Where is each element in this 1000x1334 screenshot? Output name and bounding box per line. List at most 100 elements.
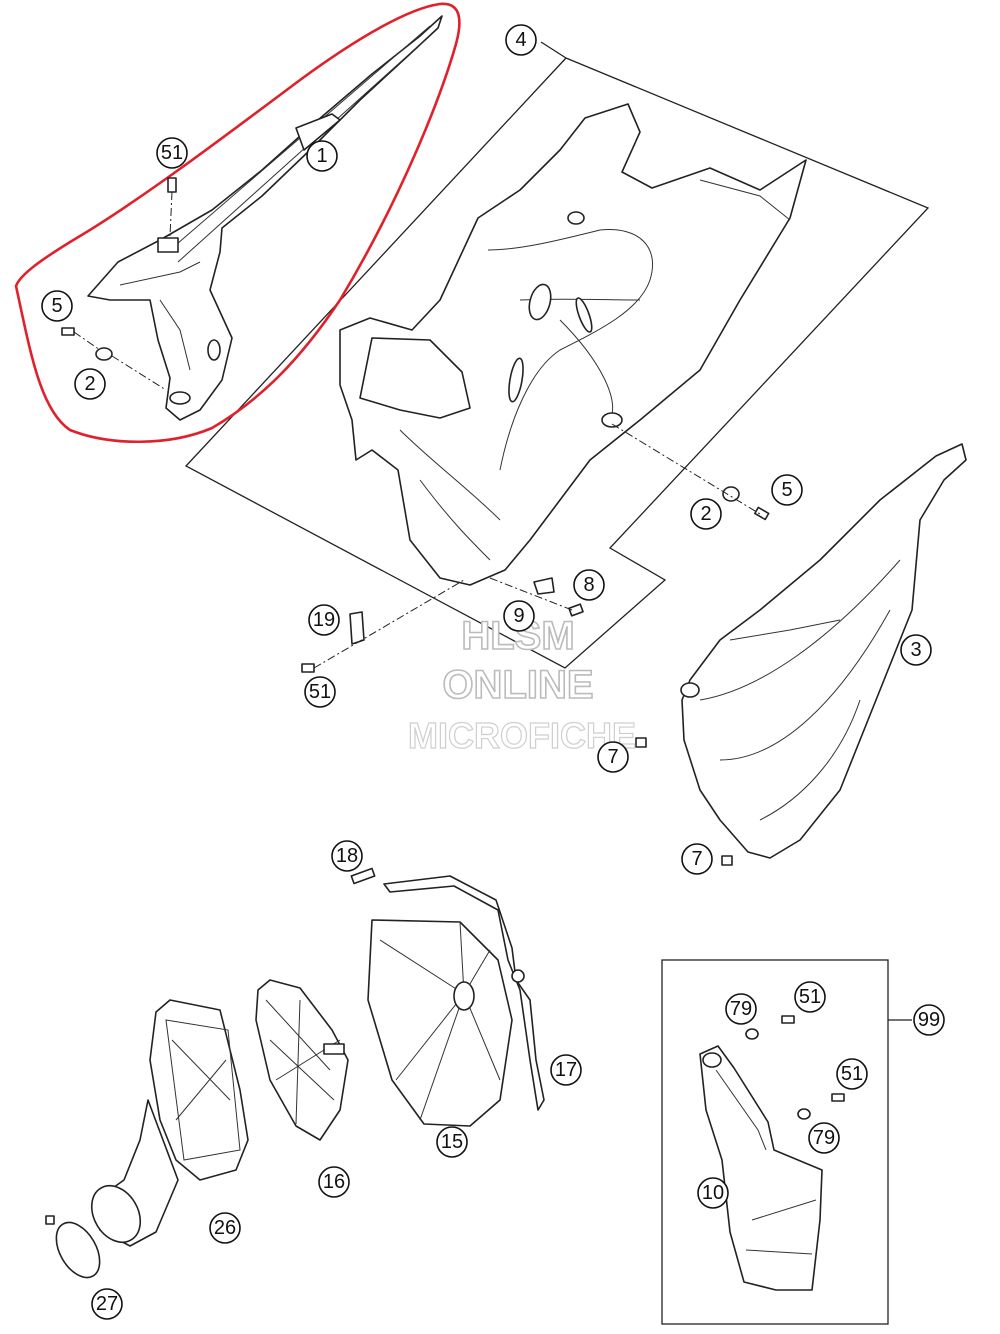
callout-label: 7 <box>607 746 618 768</box>
callout-51[interactable]: 51 <box>836 1058 868 1090</box>
callout-79[interactable]: 79 <box>808 1122 840 1154</box>
side-cover-part[interactable] <box>635 443 967 866</box>
callout-label: 5 <box>51 295 62 317</box>
callout-label: 5 <box>781 479 792 501</box>
callout-label: 10 <box>702 1182 724 1204</box>
callout-circle <box>331 840 363 872</box>
svg-text:MICROFICHE: MICROFICHE <box>408 715 636 756</box>
callout-circle <box>91 1288 123 1320</box>
callout-1[interactable]: 1 <box>306 140 338 172</box>
callout-circle <box>74 368 106 400</box>
callout-label: 7 <box>691 848 702 870</box>
washer-2-left <box>95 347 167 391</box>
callout-2[interactable]: 2 <box>74 368 106 400</box>
callout-label: 9 <box>513 605 524 627</box>
group-4-outline <box>184 57 930 669</box>
clip-8 <box>489 577 584 617</box>
callout-label: 2 <box>700 503 711 525</box>
frame-guard-part[interactable] <box>87 15 443 421</box>
callout-circle <box>681 843 713 875</box>
callout-circle <box>41 290 73 322</box>
callout-label: 19 <box>313 609 335 631</box>
callout-label: 51 <box>799 986 821 1008</box>
callout-51[interactable]: 51 <box>156 137 188 169</box>
callout-label: 2 <box>84 373 95 395</box>
callout-51[interactable]: 51 <box>304 676 336 708</box>
callout-label: 51 <box>161 142 183 164</box>
callout-circle <box>697 1177 729 1209</box>
bolt-51-top <box>167 177 177 237</box>
group-99-box <box>661 959 889 1325</box>
callout-27[interactable]: 27 <box>91 1288 123 1320</box>
callout-circle <box>550 1054 582 1086</box>
air-filter-part[interactable] <box>367 919 513 1127</box>
callout-16[interactable]: 16 <box>318 1166 350 1198</box>
callout-circle <box>306 140 338 172</box>
callout-3[interactable]: 3 <box>900 634 932 666</box>
callout-circle <box>771 474 803 506</box>
callout-label: 18 <box>336 845 358 867</box>
callout-circle <box>308 604 340 636</box>
callout-7[interactable]: 7 <box>597 741 629 773</box>
callout-9[interactable]: 9 <box>503 600 535 632</box>
airbox-boot-part[interactable] <box>82 999 249 1251</box>
callout-label: 99 <box>918 1009 940 1031</box>
callout-circle <box>304 676 336 708</box>
svg-text:ONLINE: ONLINE <box>442 663 593 707</box>
callout-circle <box>836 1058 868 1090</box>
callout-label: 15 <box>441 1131 463 1153</box>
callout-circle <box>156 137 188 169</box>
callout-label: 3 <box>910 639 921 661</box>
callout-label: 4 <box>515 29 526 51</box>
bracket-17[interactable] <box>350 867 545 1111</box>
callout-18[interactable]: 18 <box>331 840 363 872</box>
bracket-19 <box>301 579 465 673</box>
callout-circle <box>725 993 757 1025</box>
callout-label: 79 <box>813 1127 835 1149</box>
callout-label: 16 <box>323 1171 345 1193</box>
callout-circle <box>573 569 605 601</box>
callout-99[interactable]: 99 <box>913 1004 945 1036</box>
callout-17[interactable]: 17 <box>550 1054 582 1086</box>
callout-51[interactable]: 51 <box>794 981 826 1013</box>
subframe-part[interactable] <box>339 103 807 586</box>
callout-label: 1 <box>316 145 327 167</box>
callout-2[interactable]: 2 <box>690 498 722 530</box>
callout-label: 8 <box>583 574 594 596</box>
washer-2-right <box>611 423 770 521</box>
callout-circle <box>597 741 629 773</box>
callout-label: 79 <box>730 998 752 1020</box>
callout-15[interactable]: 15 <box>436 1126 468 1158</box>
callout-label: 27 <box>96 1293 118 1315</box>
callout-label: 51 <box>841 1063 863 1085</box>
callout-label: 51 <box>309 681 331 703</box>
callout-19[interactable]: 19 <box>308 604 340 636</box>
callout-label: 26 <box>214 1217 236 1239</box>
callout-circle <box>808 1122 840 1154</box>
filter-cage-part[interactable] <box>255 979 349 1141</box>
callout-7[interactable]: 7 <box>681 843 713 875</box>
callout-circle <box>318 1166 350 1198</box>
callout-circle <box>505 24 537 56</box>
callout-26[interactable]: 26 <box>209 1212 241 1244</box>
callout-layer: 1 51 5 2 4 5 2 8 9 19 51 3 7 7 18 17 15 16 26 27 79 51 51 79 10 9… <box>41 24 945 1320</box>
callout-circle <box>900 634 932 666</box>
callout-5[interactable]: 5 <box>41 290 73 322</box>
callout-circle <box>503 600 535 632</box>
callout-4[interactable]: 4 <box>505 24 537 56</box>
intake-snorkel-part[interactable] <box>699 1015 845 1291</box>
bolt-5-left <box>61 327 101 351</box>
watermark: HLSM ONLINE MICROFICHE <box>407 613 636 756</box>
callout-label: 17 <box>555 1059 577 1081</box>
callout-circle <box>209 1212 241 1244</box>
callout-circle <box>436 1126 468 1158</box>
callout-8[interactable]: 8 <box>573 569 605 601</box>
callout-10[interactable]: 10 <box>697 1177 729 1209</box>
clamp-27[interactable] <box>47 1215 108 1285</box>
callout-circle <box>913 1004 945 1036</box>
callout-79[interactable]: 79 <box>725 993 757 1025</box>
callout-circle <box>794 981 826 1013</box>
callout-5[interactable]: 5 <box>771 474 803 506</box>
callout-circle <box>690 498 722 530</box>
